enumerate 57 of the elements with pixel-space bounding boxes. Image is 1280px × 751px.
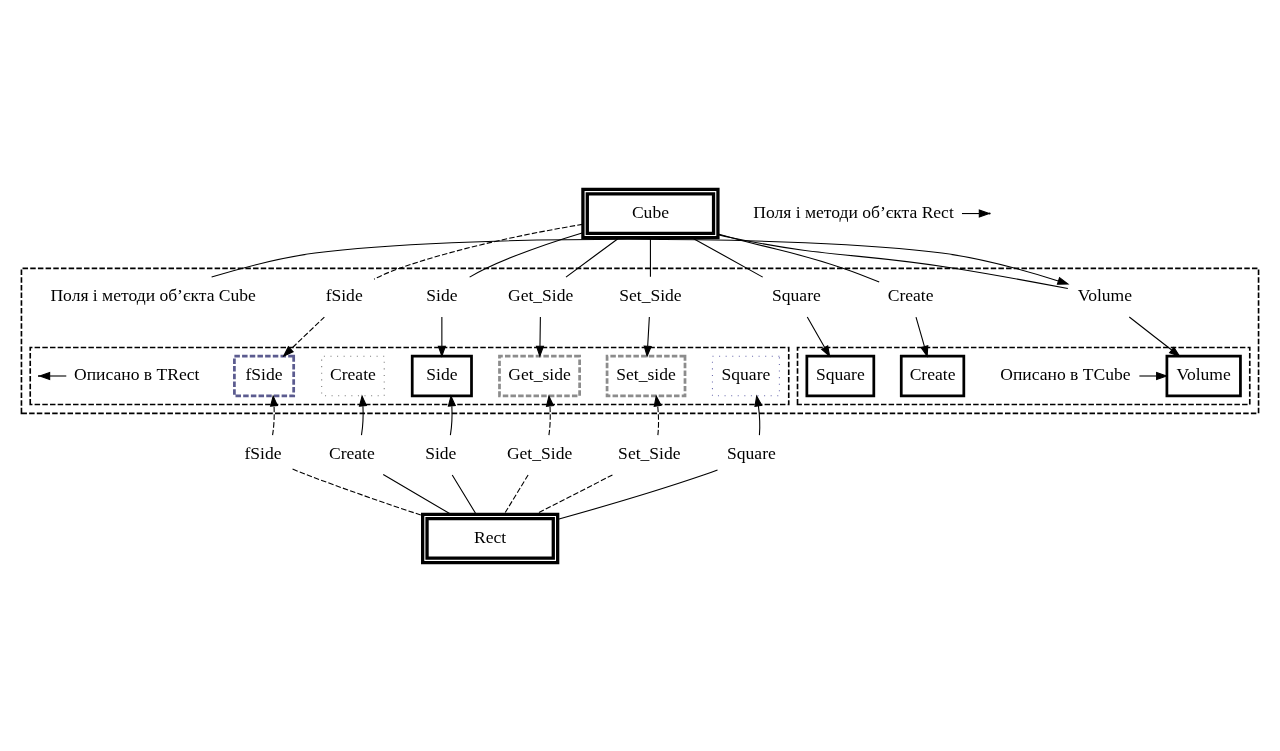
- arrow: [269, 393, 279, 436]
- node-box: Create: [899, 354, 966, 397]
- node-box: Cube: [581, 187, 720, 239]
- node-text: fSide: [325, 284, 363, 305]
- connector: [382, 473, 452, 515]
- arrow: [211, 238, 1070, 285]
- cluster: [20, 267, 1260, 414]
- connector: [717, 232, 880, 283]
- node-text: Square: [772, 284, 821, 305]
- node-text: Описано в TRect: [74, 363, 200, 384]
- arrow: [915, 316, 929, 358]
- node-box: Square: [805, 354, 876, 397]
- node-text: Side: [425, 442, 457, 463]
- node-box: Square: [711, 355, 780, 396]
- connector: [649, 236, 651, 277]
- arrow: [754, 393, 763, 436]
- node-text: Side: [426, 284, 458, 305]
- arrow: [806, 316, 831, 358]
- node-text: Create: [328, 442, 375, 463]
- arrow: [447, 393, 457, 436]
- connector: [373, 223, 583, 280]
- node-text: Поля і методи об’єкта Rect: [753, 201, 954, 222]
- node-box: fSide: [233, 354, 296, 397]
- arrow: [545, 393, 555, 436]
- node-text: fSide: [244, 442, 282, 463]
- arrow: [282, 316, 325, 357]
- node-text: Описано в TCube: [1000, 363, 1131, 384]
- connector: [292, 468, 423, 516]
- arrow: [38, 371, 67, 380]
- connector: [503, 473, 529, 515]
- connector: [565, 236, 620, 278]
- arrow: [1138, 371, 1169, 380]
- connector: [717, 233, 1069, 289]
- node-text: Square: [727, 442, 776, 463]
- node-text: Поля і методи об’єкта Cube: [50, 284, 256, 305]
- arrow: [653, 393, 662, 436]
- node-box: Side: [410, 354, 473, 397]
- node-box: Create: [321, 355, 385, 396]
- node-box: Set_side: [605, 354, 687, 397]
- node-text: Create: [887, 284, 934, 305]
- node-text: Volume: [1077, 284, 1133, 305]
- arrow: [358, 393, 368, 436]
- node-text: Get_Side: [508, 284, 574, 305]
- node-box: Volume: [1165, 354, 1242, 397]
- node-text: Set_Side: [618, 442, 681, 463]
- connector: [451, 473, 477, 515]
- node-box: Get_side: [498, 354, 581, 397]
- node-text: Get_Side: [506, 442, 573, 463]
- connector: [557, 468, 719, 520]
- arrow: [535, 316, 545, 358]
- node-box: Rect: [421, 512, 560, 564]
- arrow: [1128, 316, 1181, 357]
- arrow: [437, 316, 447, 358]
- connector: [469, 231, 584, 278]
- node-text: Set_Side: [619, 284, 682, 305]
- connector: [691, 236, 764, 278]
- arrow: [643, 316, 652, 358]
